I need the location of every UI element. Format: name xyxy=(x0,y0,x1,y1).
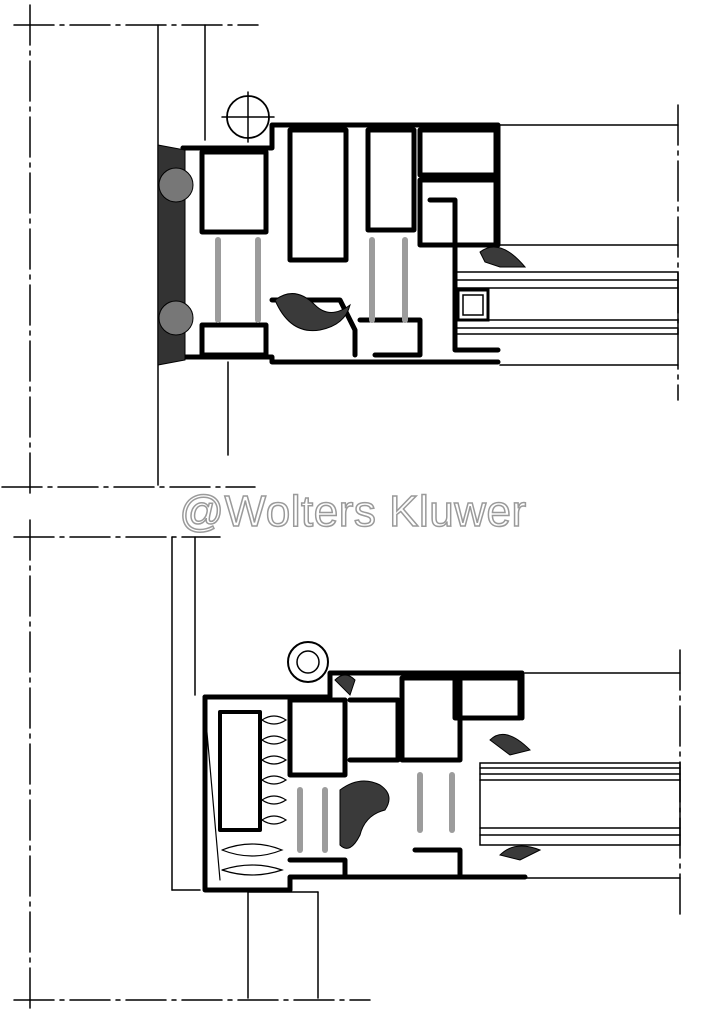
sealant-fills xyxy=(157,144,542,861)
insulation-bottom xyxy=(204,709,288,881)
thermal-break-top xyxy=(215,237,408,323)
frame-profile-top xyxy=(180,122,501,365)
backer-rod-top xyxy=(158,167,194,203)
thermal-break-bottom xyxy=(297,772,455,853)
weep-tube-icon xyxy=(287,641,329,683)
frame-profile-bottom xyxy=(202,670,528,893)
watermark-text: @Wolters Kluwer xyxy=(179,486,527,537)
glazing-unit-bottom xyxy=(479,762,681,846)
wall-lines-top xyxy=(157,24,679,486)
glazing-unit-top xyxy=(454,271,679,335)
backer-rod-bottom xyxy=(158,300,194,336)
axis-lines-top xyxy=(1,4,679,496)
